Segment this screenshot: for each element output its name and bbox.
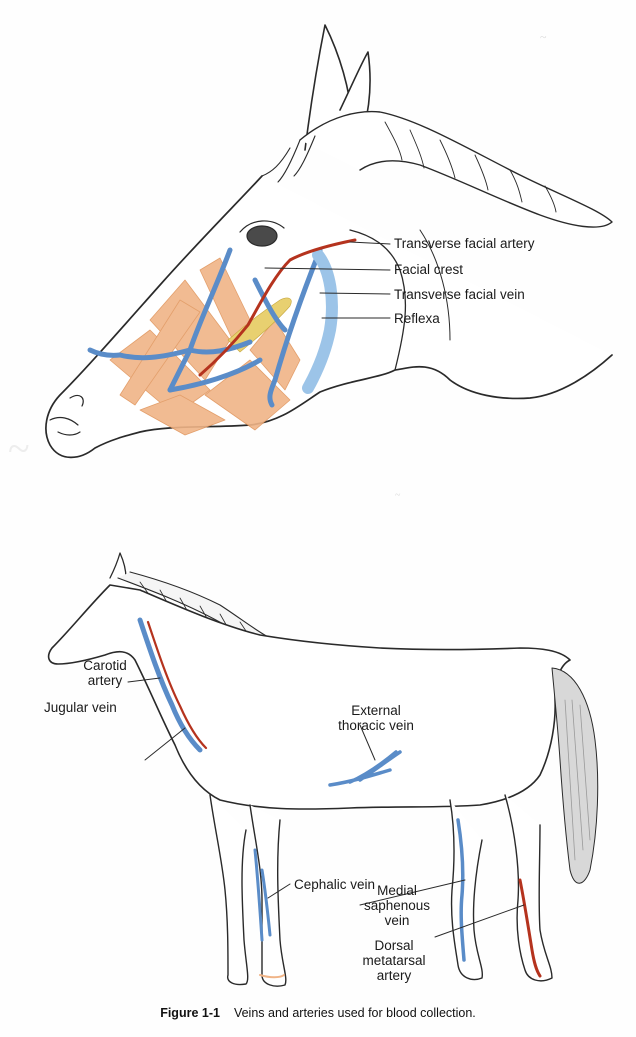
label-transverse-facial-vein: Transverse facial vein	[394, 287, 525, 302]
label-medial-saphenous-vein: Medial saphenous vein	[356, 883, 438, 928]
label-external-thoracic-vein: External thoracic vein	[330, 703, 422, 733]
label-carotid-artery: Carotid artery	[80, 658, 130, 688]
figure-caption-text: Veins and arteries used for blood collec…	[234, 1006, 476, 1020]
label-jugular-vein: Jugular vein	[44, 700, 117, 715]
label-dorsal-metatarsal-artery: Dorsal metatarsal artery	[352, 938, 436, 983]
horse-body-outline	[49, 585, 570, 809]
horse-hind-legs	[450, 795, 552, 981]
figure-caption: Figure 1-1 Veins and arteries used for bl…	[0, 1006, 636, 1020]
label-facial-crest: Facial crest	[394, 262, 463, 277]
horse-front-legs	[210, 795, 286, 986]
label-transverse-facial-artery: Transverse facial artery	[394, 236, 535, 251]
label-reflexa: Reflexa	[394, 311, 440, 326]
horse-eye-icon	[247, 226, 277, 246]
horse-body-illustration	[49, 553, 598, 986]
horse-mane-icon	[300, 112, 612, 227]
figure-number: Figure 1-1	[160, 1006, 220, 1020]
horse-tail-icon	[552, 668, 598, 883]
